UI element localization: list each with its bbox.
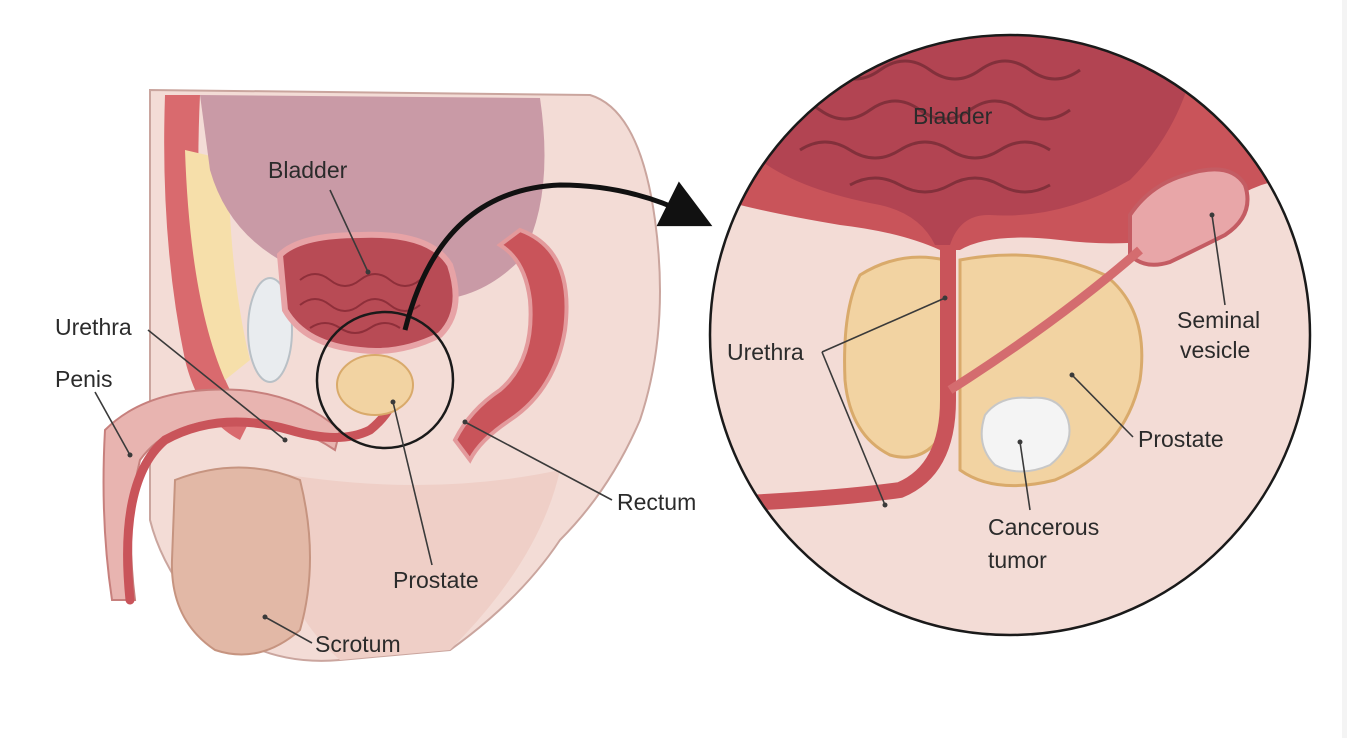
label-bladder-left: Bladder <box>268 157 348 183</box>
leader-dot-tumor <box>1017 439 1023 445</box>
label-prostate-zoom: Prostate <box>1138 426 1224 452</box>
zoom-outline <box>708 33 1312 637</box>
leader-prostate-left <box>392 401 433 566</box>
rectum-organ <box>452 227 569 464</box>
left-labels: Bladder Urethra Penis Rectum Prostate Sc… <box>55 157 696 657</box>
thigh-shade <box>260 470 560 660</box>
zoom-cancerous-tumor <box>980 396 1071 473</box>
prostate-organ-small <box>336 354 414 416</box>
zoom-arrow <box>402 181 713 331</box>
leader-urethra-zoom-a <box>821 297 946 353</box>
bladder-organ <box>276 231 459 354</box>
fat-pad <box>185 150 250 380</box>
label-urethra-left: Urethra <box>55 314 132 340</box>
label-seminal-vesicle-2: vesicle <box>1180 337 1250 363</box>
label-seminal-vesicle-1: Seminal <box>1177 307 1260 333</box>
leader-rectum <box>464 421 613 501</box>
pubic-bone <box>247 277 293 383</box>
leader-urethra-left <box>147 329 286 441</box>
page-edge-strip <box>1342 0 1347 738</box>
leader-tumor <box>1019 441 1031 511</box>
label-penis: Penis <box>55 366 113 392</box>
leader-dot-prostate-left <box>390 399 396 405</box>
label-prostate-left: Prostate <box>393 567 479 593</box>
leader-penis <box>94 391 131 456</box>
sacrum <box>164 95 250 440</box>
zoom-ejaculatory-duct <box>947 246 1143 394</box>
leader-prostate-zoom <box>1071 374 1134 438</box>
scrotum-organ <box>170 466 311 656</box>
zoom-bladder-folds <box>769 59 1081 194</box>
label-rectum: Rectum <box>617 489 696 515</box>
leader-dot-urethra-left <box>282 437 288 443</box>
leader-bladder-left <box>329 189 369 273</box>
leader-dot-bladder-left <box>365 269 371 275</box>
sagittal-view <box>102 88 661 662</box>
leader-dot-seminal-vesicle <box>1209 212 1215 218</box>
zoom-labels: Bladder Urethra Seminal vesicle Prostate… <box>727 103 1260 573</box>
leader-seminal-vesicle <box>1211 214 1226 306</box>
leader-scrotum <box>264 616 313 644</box>
bladder-folds <box>299 273 421 334</box>
label-tumor-2: tumor <box>988 547 1047 573</box>
label-scrotum: Scrotum <box>315 631 401 657</box>
zoom-seminal-vesicle <box>1128 167 1250 267</box>
leader-urethra-zoom-b <box>821 351 886 506</box>
magnifier-circle <box>315 310 455 450</box>
label-tumor-1: Cancerous <box>988 514 1099 540</box>
leader-dot-urethra-zoom-b <box>882 502 888 508</box>
urethra-channel <box>123 375 405 605</box>
zoom-prostate-left-lobe <box>843 255 947 459</box>
leader-dot-scrotum <box>262 614 268 620</box>
zoom-urethra <box>710 245 956 513</box>
label-bladder-zoom: Bladder <box>913 103 993 129</box>
leader-dot-penis <box>127 452 133 458</box>
leader-dot-prostate-zoom <box>1069 372 1075 378</box>
leader-dot-rectum <box>462 419 468 425</box>
label-urethra-zoom: Urethra <box>727 339 804 365</box>
leader-dot-urethra-zoom-a <box>942 295 948 301</box>
